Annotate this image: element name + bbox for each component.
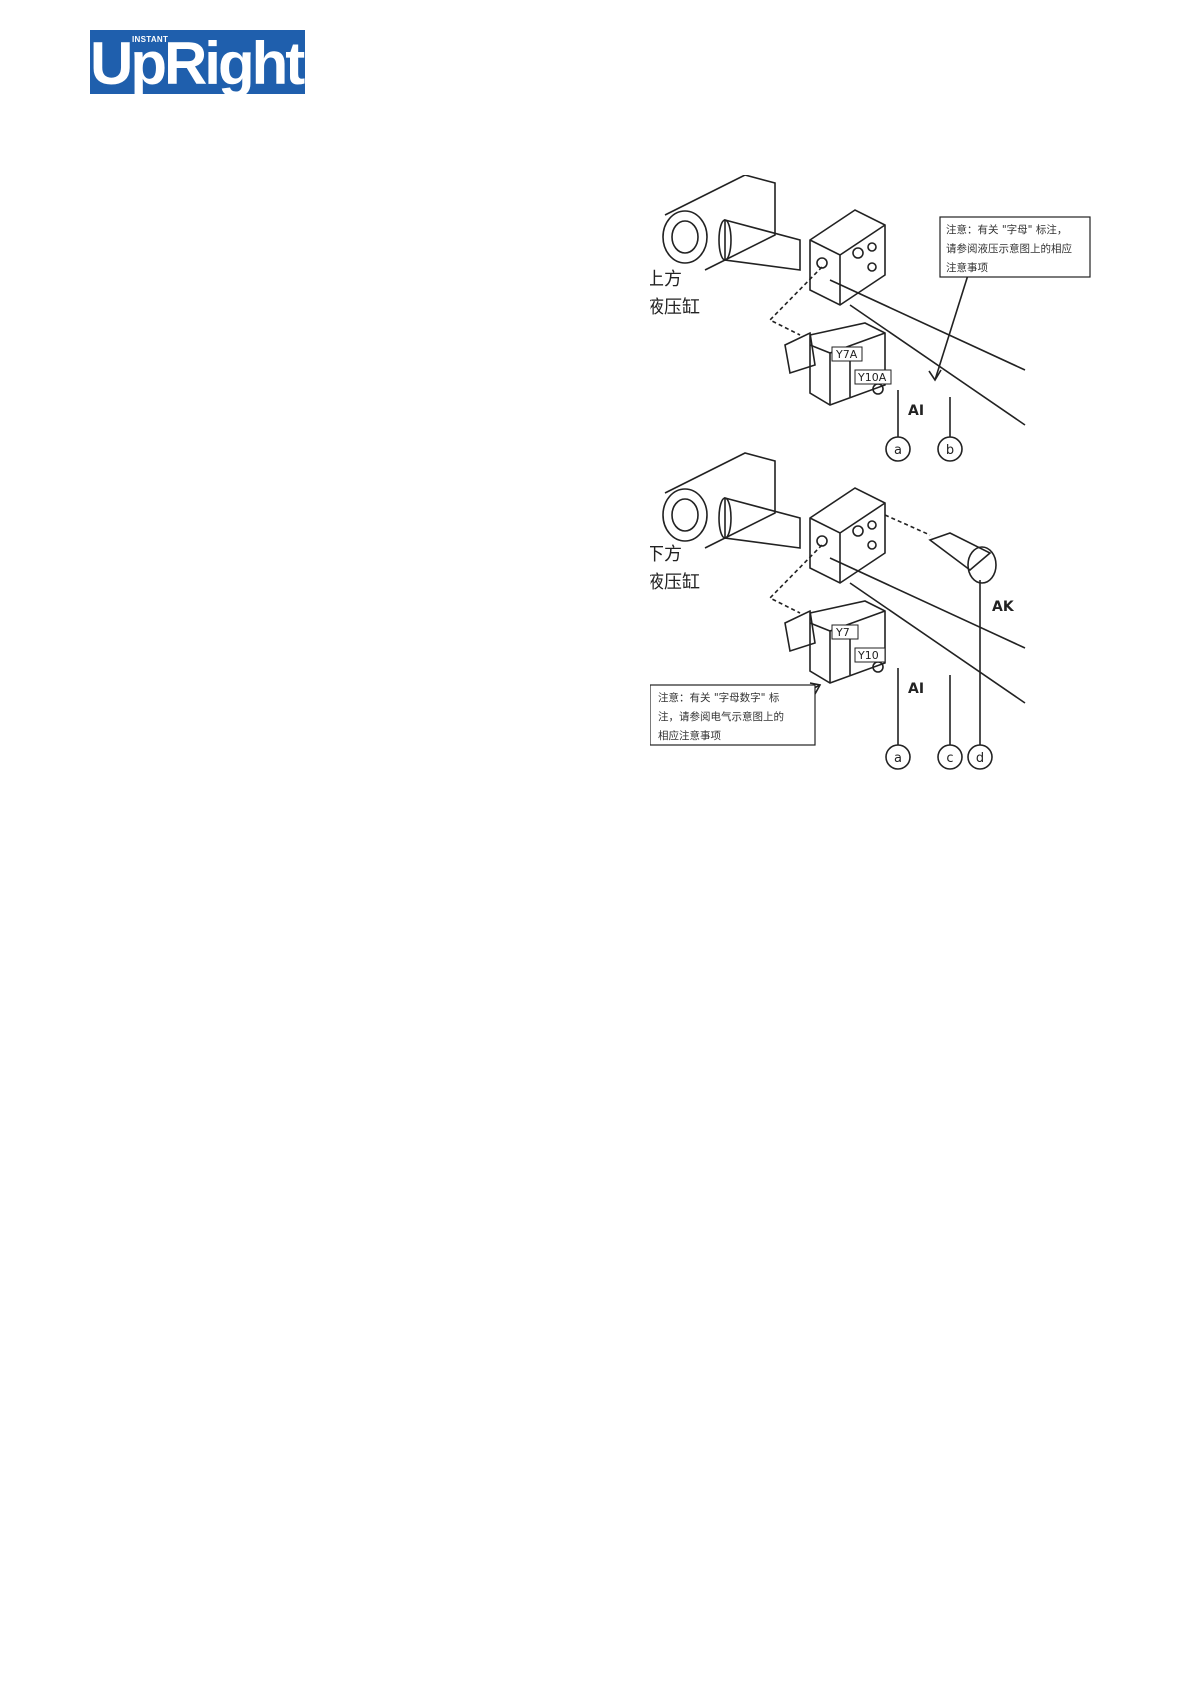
lower-ai-label: AI	[908, 681, 924, 697]
lower-cylinder-end-inner	[672, 499, 698, 531]
tag-y10: Y10	[857, 649, 879, 662]
lower-rod	[725, 498, 800, 548]
lower-cylinder-end-outer	[663, 489, 707, 541]
sensor-ak-label: AK	[992, 599, 1015, 615]
note-top-line1: 注意：有关 "字母" 标注，	[946, 223, 1067, 236]
pressure-sensor-body	[930, 533, 990, 570]
upper-cylinder-body	[665, 175, 775, 270]
tag-y7a: Y7A	[835, 348, 858, 361]
sensor-dashed-link	[885, 515, 930, 535]
upper-tube-line-2	[850, 305, 1025, 425]
tag-y10a: Y10A	[857, 371, 887, 384]
upper-rod	[725, 220, 800, 270]
callout-c: c	[946, 751, 953, 766]
note-top-line3: 注意事项	[946, 261, 988, 274]
tag-y7: Y7	[835, 626, 850, 639]
note-bottom-line3: 相应注意事项	[658, 729, 721, 742]
upper-ai-label: AI	[908, 403, 924, 419]
upper-cylinder-end-inner	[672, 221, 698, 253]
upper-label-line2: 液压缸	[650, 296, 700, 318]
upper-label-line1: 上方	[650, 269, 682, 290]
diagram-svg: Y7A Y10A AI 上方 液压缸 a b 注意：有关 "字母" 标注， 请参…	[650, 175, 1130, 815]
logo-wordmark: UpRight	[90, 30, 302, 94]
callout-d: d	[976, 751, 984, 766]
callout-b: b	[946, 443, 954, 458]
callout-a-upper: a	[894, 443, 902, 458]
upper-dashed-link	[770, 267, 822, 335]
upper-cylinder-end-outer	[663, 211, 707, 263]
lower-label-line1: 下方	[650, 544, 682, 565]
upper-note-arrow	[935, 275, 968, 380]
note-bottom-line1: 注意：有关 "字母数字" 标	[658, 691, 780, 704]
lower-dashed-link	[770, 545, 822, 613]
upright-logo: INSTANT UpRight	[90, 30, 305, 94]
lower-label-line2: 液压缸	[650, 571, 700, 593]
note-top-line2: 请参阅液压示意图上的相应	[946, 242, 1072, 255]
hydraulic-cylinder-diagram: Y7A Y10A AI 上方 液压缸 a b 注意：有关 "字母" 标注， 请参…	[650, 175, 1130, 815]
callout-a-lower: a	[894, 751, 902, 766]
pressure-sensor-cap	[968, 547, 996, 583]
lower-cylinder-body	[665, 453, 775, 548]
note-bottom-line2: 注，请参阅电气示意图上的	[658, 710, 784, 723]
